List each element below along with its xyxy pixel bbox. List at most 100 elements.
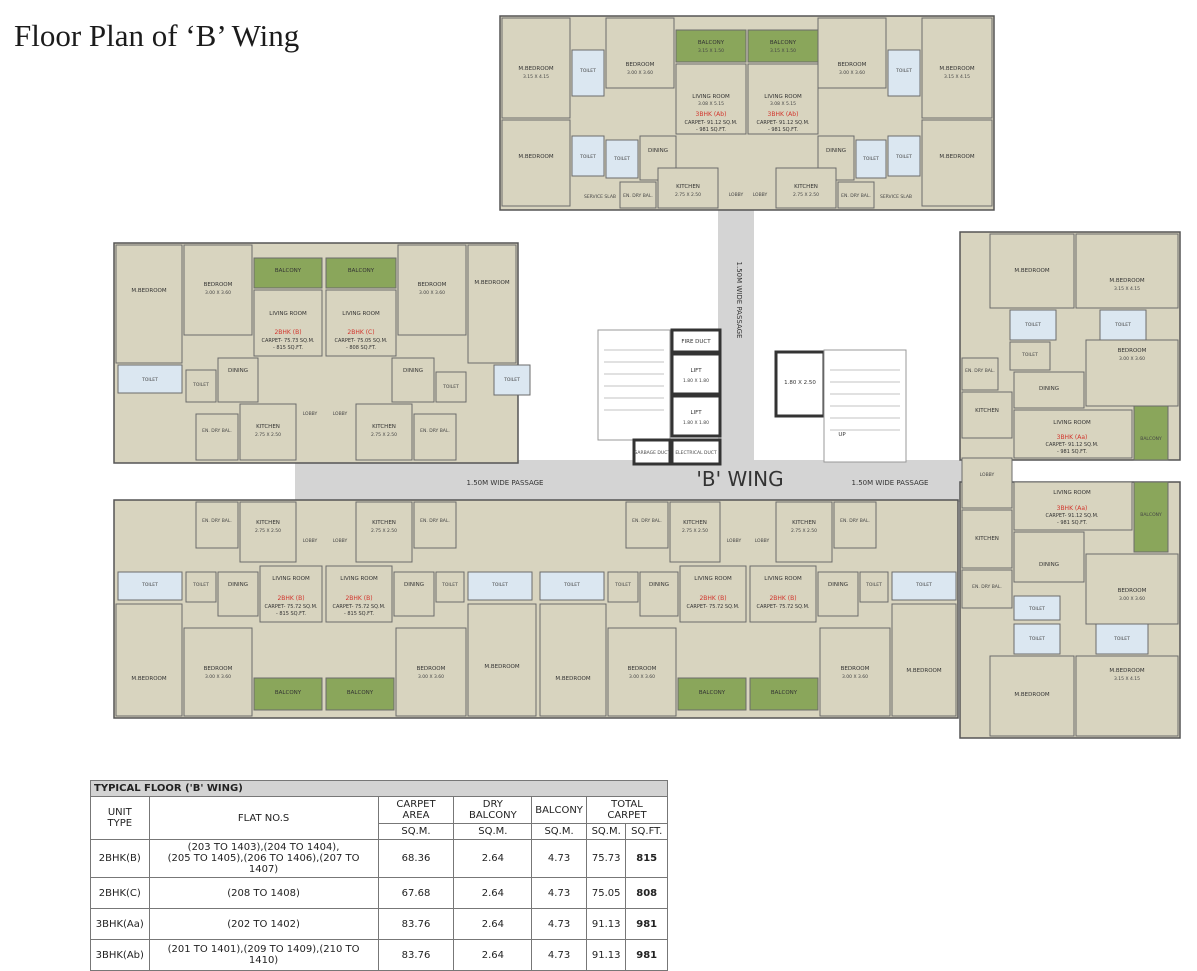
lift-1-size: 1.80 X 1.80 (683, 378, 709, 384)
unit-header: SQ.M. (453, 823, 533, 840)
unit-sqft-label: - 981 SQ.FT. (1057, 449, 1087, 455)
room-living (679, 565, 747, 623)
cell-flats: (202 TO 1402) (148, 908, 379, 940)
cell-dry: 2.64 (453, 908, 533, 940)
col-unit-type: UNIT TYPE (90, 796, 150, 840)
room-dining (817, 571, 859, 617)
room-label: DINING (649, 582, 669, 588)
cell-dry: 2.64 (453, 939, 533, 971)
stair-core (774, 350, 826, 418)
room-label: TOILET (579, 154, 596, 160)
room-size: 3.15 X 4.15 (523, 74, 549, 80)
room-label: TOILET (442, 384, 459, 390)
cell-unit: 2BHK(B) (90, 839, 150, 878)
room-toilet (855, 139, 887, 179)
left-staircase (597, 329, 671, 441)
room-label: EN. DRY BAL. (623, 193, 653, 199)
room-label: M.BEDROOM (518, 66, 553, 72)
room-label: KITCHEN (372, 424, 396, 430)
unit-header: SQ.M. (531, 823, 587, 840)
unit-type-label: 3BHK (Aa) (1057, 505, 1088, 512)
room-label: LOBBY (333, 538, 348, 544)
room-label: BEDROOM (204, 282, 233, 288)
room-dining (217, 571, 259, 617)
cell-flats: (203 TO 1403),(204 TO 1404),(205 TO 1405… (148, 839, 379, 878)
unit-sqft-label: - 815 SQ.FT. (273, 345, 303, 351)
room-label: KITCHEN (794, 184, 818, 190)
room-kitchen (355, 403, 413, 461)
room-label: TOILET (579, 68, 596, 74)
room-dry-bal (195, 413, 239, 461)
room-dry-bal (837, 181, 875, 209)
room-m-bedroom (115, 603, 183, 717)
cell-carpet: 83.76 (377, 939, 455, 971)
room-toilet (493, 364, 531, 396)
room-toilet (467, 571, 533, 601)
room-bedroom (605, 17, 675, 89)
room-label: EN. DRY BAL. (841, 193, 871, 199)
room-toilet (117, 571, 183, 601)
room-balcony (1133, 405, 1169, 461)
room-toilet (1095, 623, 1149, 655)
room-label: KITCHEN (256, 424, 280, 430)
cell-balcony: 4.73 (531, 908, 587, 940)
cell-dry: 2.64 (453, 839, 533, 878)
unit-carpet-label: CARPET- 75.73 SQ.M. (261, 338, 314, 344)
room-size: 3.00 X 3.60 (842, 674, 868, 680)
cell-dry: 2.64 (453, 877, 533, 909)
room-m-bedroom (989, 655, 1075, 737)
lift-2 (670, 394, 722, 438)
room-bedroom (607, 627, 677, 717)
unit-carpet-label: CARPET- 75.72 SQ.M. (264, 604, 317, 610)
cell-flats: (201 TO 1401),(209 TO 1409),(210 TO 1410… (148, 939, 379, 971)
cell-total-sqm: 75.05 (585, 877, 627, 909)
floor-plan: 1.50M WIDE PASSAGE 1.50M WIDE PASSAGE 1.… (113, 15, 1181, 739)
col-flat-nos: FLAT NO.S (148, 796, 379, 840)
room-toilet (887, 135, 921, 177)
room-toilet (1009, 309, 1057, 341)
lift-2-label: LIFT (690, 410, 702, 416)
room-toilet (571, 135, 605, 177)
room-living (253, 289, 323, 357)
room-label: SERVICE SLAB (880, 194, 912, 200)
room-balcony (253, 677, 323, 711)
room-label: M.BEDROOM (555, 676, 590, 682)
stair-up-label: UP (838, 432, 846, 438)
room-label: BEDROOM (417, 666, 446, 672)
room-label: KITCHEN (792, 520, 816, 526)
room-label: LOBBY (753, 192, 768, 198)
room-dry-bal (195, 501, 239, 549)
room-m-bedroom (501, 17, 571, 119)
garbage-duct-label: GARBAGE DUCT (634, 450, 670, 456)
room-label: BEDROOM (1118, 588, 1147, 594)
room-label: M.BEDROOM (484, 664, 519, 670)
room-size: 3.00 X 3.60 (1119, 356, 1145, 362)
room-label: LIVING ROOM (269, 311, 307, 317)
unit-sqft-label: - 981 SQ.FT. (1057, 520, 1087, 526)
passage-label-vertical: 1.50M WIDE PASSAGE (735, 262, 743, 339)
room-kitchen (355, 501, 413, 563)
unit-type-label: 3BHK (Ab) (768, 111, 799, 118)
room-label: TOILET (865, 582, 882, 588)
room-label: DINING (228, 582, 248, 588)
room-label: TOILET (192, 382, 209, 388)
room-size: 3.00 X 3.60 (205, 674, 231, 680)
room-label: EN. DRY BAL. (840, 518, 870, 524)
unit-type-label: 2BHK (B) (277, 595, 304, 602)
room-label: M.BEDROOM (1014, 268, 1049, 274)
room-label: TOILET (1028, 606, 1045, 612)
room-m-bedroom (921, 17, 993, 119)
room-size: 3.00 X 3.60 (205, 290, 231, 296)
unit-carpet-label: CARPET- 75.05 SQ.M. (334, 338, 387, 344)
room-living (325, 565, 393, 623)
room-m-bedroom (539, 603, 607, 717)
electrical-duct-label: ELECTRICAL DUCT (675, 450, 717, 456)
garbage-duct (632, 438, 672, 466)
room-label: TOILET (895, 68, 912, 74)
room-living (1013, 409, 1133, 459)
bottom-block: EN. DRY BAL. KITCHEN 2.75 X 2.50 LOBBY T… (113, 499, 959, 719)
table-title: TYPICAL FLOOR ('B' WING) (90, 780, 668, 797)
room-label: KITCHEN (975, 408, 999, 414)
room-label: BALCONY (699, 690, 726, 696)
passage-label-right: 1.50M WIDE PASSAGE (852, 479, 929, 487)
